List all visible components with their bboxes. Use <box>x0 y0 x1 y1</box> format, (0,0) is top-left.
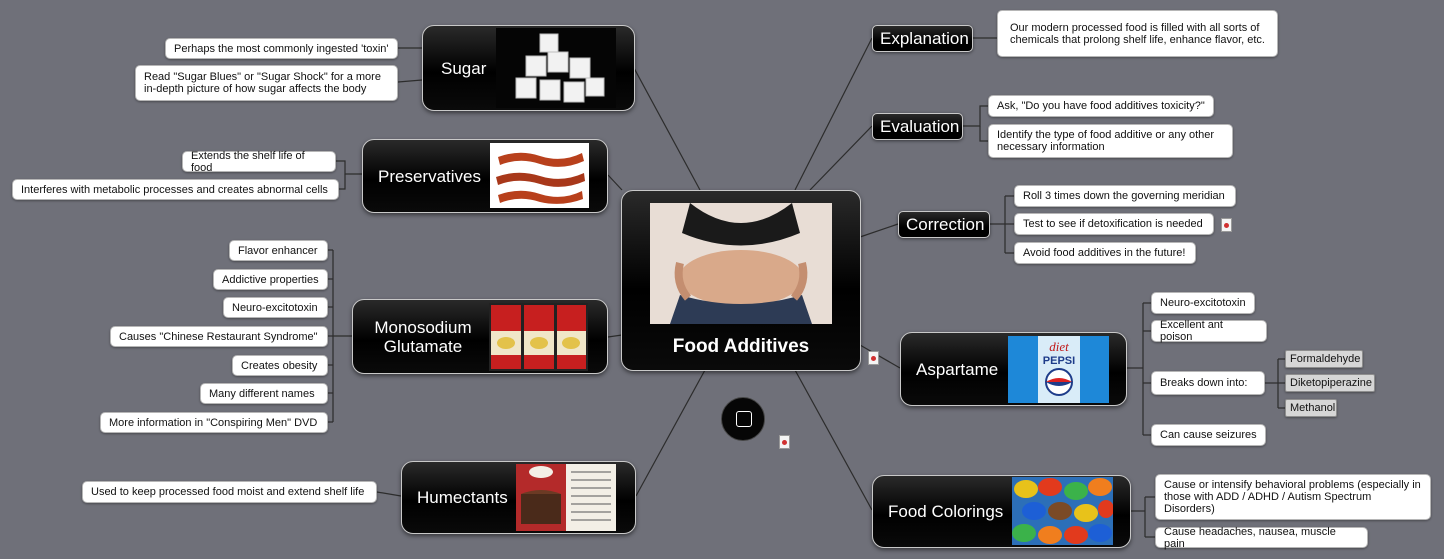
topic-aspartame-title: Aspartame <box>916 359 999 379</box>
leaf-aspartame-methanol[interactable]: Methanol <box>1285 399 1337 417</box>
pepsi-brand-text: PEPSI <box>1043 355 1075 367</box>
topic-evaluation[interactable]: Evaluation <box>872 113 963 140</box>
pepsi-diet-text: diet <box>1049 339 1069 354</box>
topic-sugar-title: Sugar <box>441 58 487 78</box>
topic-correction[interactable]: Correction <box>898 211 990 238</box>
leaf-correction-3[interactable]: Avoid food additives in the future! <box>1014 242 1196 264</box>
attachment-icon[interactable] <box>868 351 879 365</box>
leaf-aspartame-diketopiperazine[interactable]: Diketopiperazine <box>1285 374 1375 392</box>
leaf-aspartame-3[interactable]: Breaks down into: <box>1151 371 1265 395</box>
sugar-cubes-image <box>496 28 616 108</box>
leaf-msg-4[interactable]: Causes "Chinese Restaurant Syndrome" <box>110 326 328 347</box>
leaf-msg-5[interactable]: Creates obesity <box>232 355 328 376</box>
topic-msg-title: Monosodium Glutamate <box>374 317 472 356</box>
attachment-icon[interactable] <box>1221 218 1232 232</box>
candies-image <box>1012 477 1113 545</box>
leaf-msg-2[interactable]: Addictive properties <box>213 269 328 290</box>
leaf-sugar-1[interactable]: Perhaps the most commonly ingested 'toxi… <box>165 38 398 59</box>
leaf-msg-1[interactable]: Flavor enhancer <box>229 240 328 261</box>
leaf-aspartame-4[interactable]: Can cause seizures <box>1151 424 1266 446</box>
leaf-aspartame-1[interactable]: Neuro-excitotoxin <box>1151 292 1255 314</box>
pepsi-image: diet PEPSI <box>1008 336 1109 403</box>
topic-preservatives-title: Preservatives <box>378 166 481 186</box>
leaf-humectants-1[interactable]: Used to keep processed food moist and ex… <box>82 481 377 503</box>
topic-explanation[interactable]: Explanation <box>872 25 973 52</box>
leaf-evaluation-1[interactable]: Ask, "Do you have food additives toxicit… <box>988 95 1214 117</box>
bacon-image <box>490 143 589 208</box>
leaf-msg-7[interactable]: More information in "Conspiring Men" DVD <box>100 412 328 433</box>
attachment-icon[interactable] <box>779 435 790 449</box>
cake-mix-image <box>516 464 616 531</box>
leaf-preservatives-2[interactable]: Interferes with metabolic processes and … <box>12 179 339 200</box>
leaf-correction-2[interactable]: Test to see if detoxification is needed <box>1014 213 1214 235</box>
leaf-explanation-1[interactable]: Our modern processed food is filled with… <box>997 10 1278 57</box>
leaf-colorings-1[interactable]: Cause or intensify behavioral problems (… <box>1155 474 1431 520</box>
leaf-sugar-2[interactable]: Read "Sugar Blues" or "Sugar Shock" for … <box>135 65 398 101</box>
leaf-colorings-2[interactable]: Cause headaches, nausea, muscle pain <box>1155 526 1368 550</box>
topic-humectants-title: Humectants <box>417 488 508 507</box>
leaf-correction-1[interactable]: Roll 3 times down the governing meridian <box>1014 185 1236 207</box>
circle-button-icon[interactable] <box>721 397 765 441</box>
leaf-aspartame-2[interactable]: Excellent ant poison <box>1151 319 1267 343</box>
leaf-preservatives-1[interactable]: Extends the shelf life of food <box>182 150 336 174</box>
leaf-evaluation-2[interactable]: Identify the type of food additive or an… <box>988 124 1233 158</box>
central-image <box>650 203 832 324</box>
leaf-msg-3[interactable]: Neuro-excitotoxin <box>223 297 328 318</box>
central-title: Food Additives <box>672 336 810 357</box>
leaf-aspartame-formaldehyde[interactable]: Formaldehyde <box>1285 350 1363 368</box>
topic-colorings-title: Food Colorings <box>888 502 1004 521</box>
soup-cans-image <box>489 303 588 371</box>
leaf-msg-6[interactable]: Many different names <box>200 383 328 404</box>
